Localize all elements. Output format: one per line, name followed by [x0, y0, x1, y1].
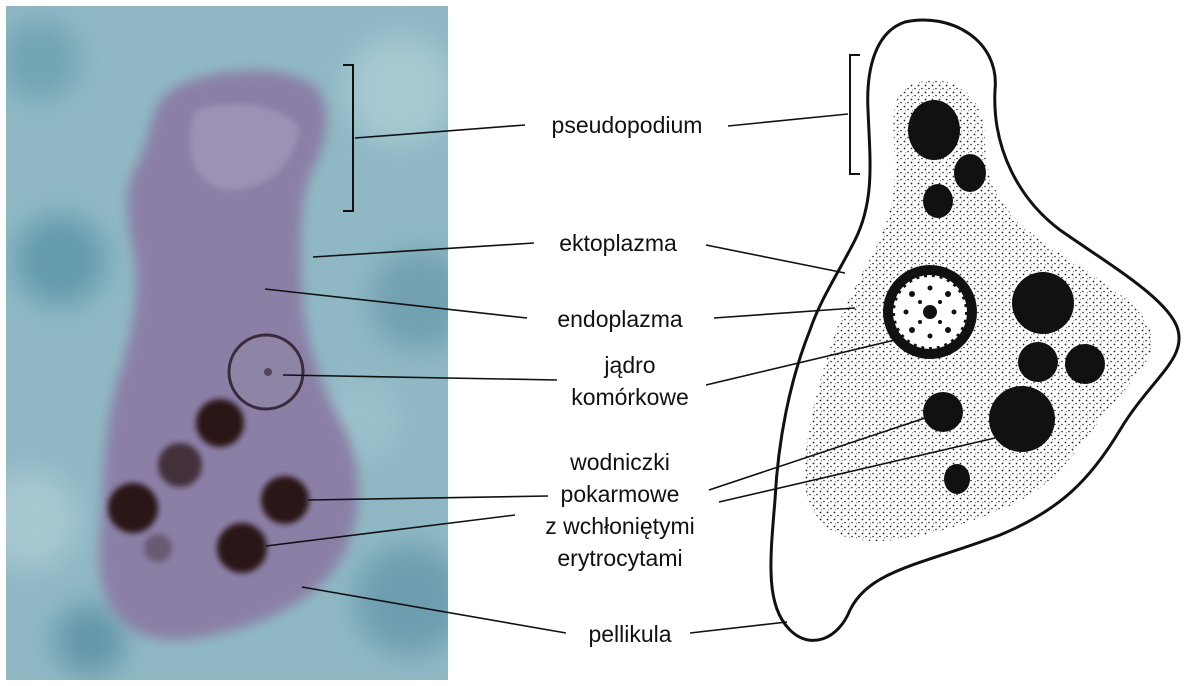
- micrograph-photo: [0, 6, 470, 680]
- amoeba-drawing: [771, 20, 1179, 640]
- label-jadro-line2: komórkowe: [540, 381, 720, 413]
- label-wodniczki-line3: z wchłoniętymi: [520, 510, 720, 542]
- label-wodniczki-pokarmowe: wodniczki pokarmowe z wchłoniętymi erytr…: [520, 446, 720, 574]
- leader-ektoplazma-right: [706, 245, 845, 273]
- leader-pellikula-right: [690, 622, 787, 633]
- label-jadro-line1: jądro: [540, 349, 720, 381]
- label-ektoplazma: ektoplazma: [528, 227, 708, 259]
- label-wodniczki-line2: pokarmowe: [520, 478, 720, 510]
- label-endoplazma: endoplazma: [527, 303, 713, 335]
- label-wodniczki-line1: wodniczki: [520, 446, 720, 478]
- drawing-nucleus: [883, 265, 977, 359]
- leader-pseudopodium-right: [728, 114, 848, 126]
- label-pseudopodium: pseudopodium: [527, 109, 727, 141]
- label-jadro-komorkowe: jądro komórkowe: [540, 349, 720, 413]
- drawing-pseudopodium-bracket: [850, 55, 860, 174]
- label-wodniczki-line4: erytrocytami: [520, 542, 720, 574]
- drawing-endoplasm: [804, 81, 1152, 541]
- label-pellikula: pellikula: [560, 618, 700, 650]
